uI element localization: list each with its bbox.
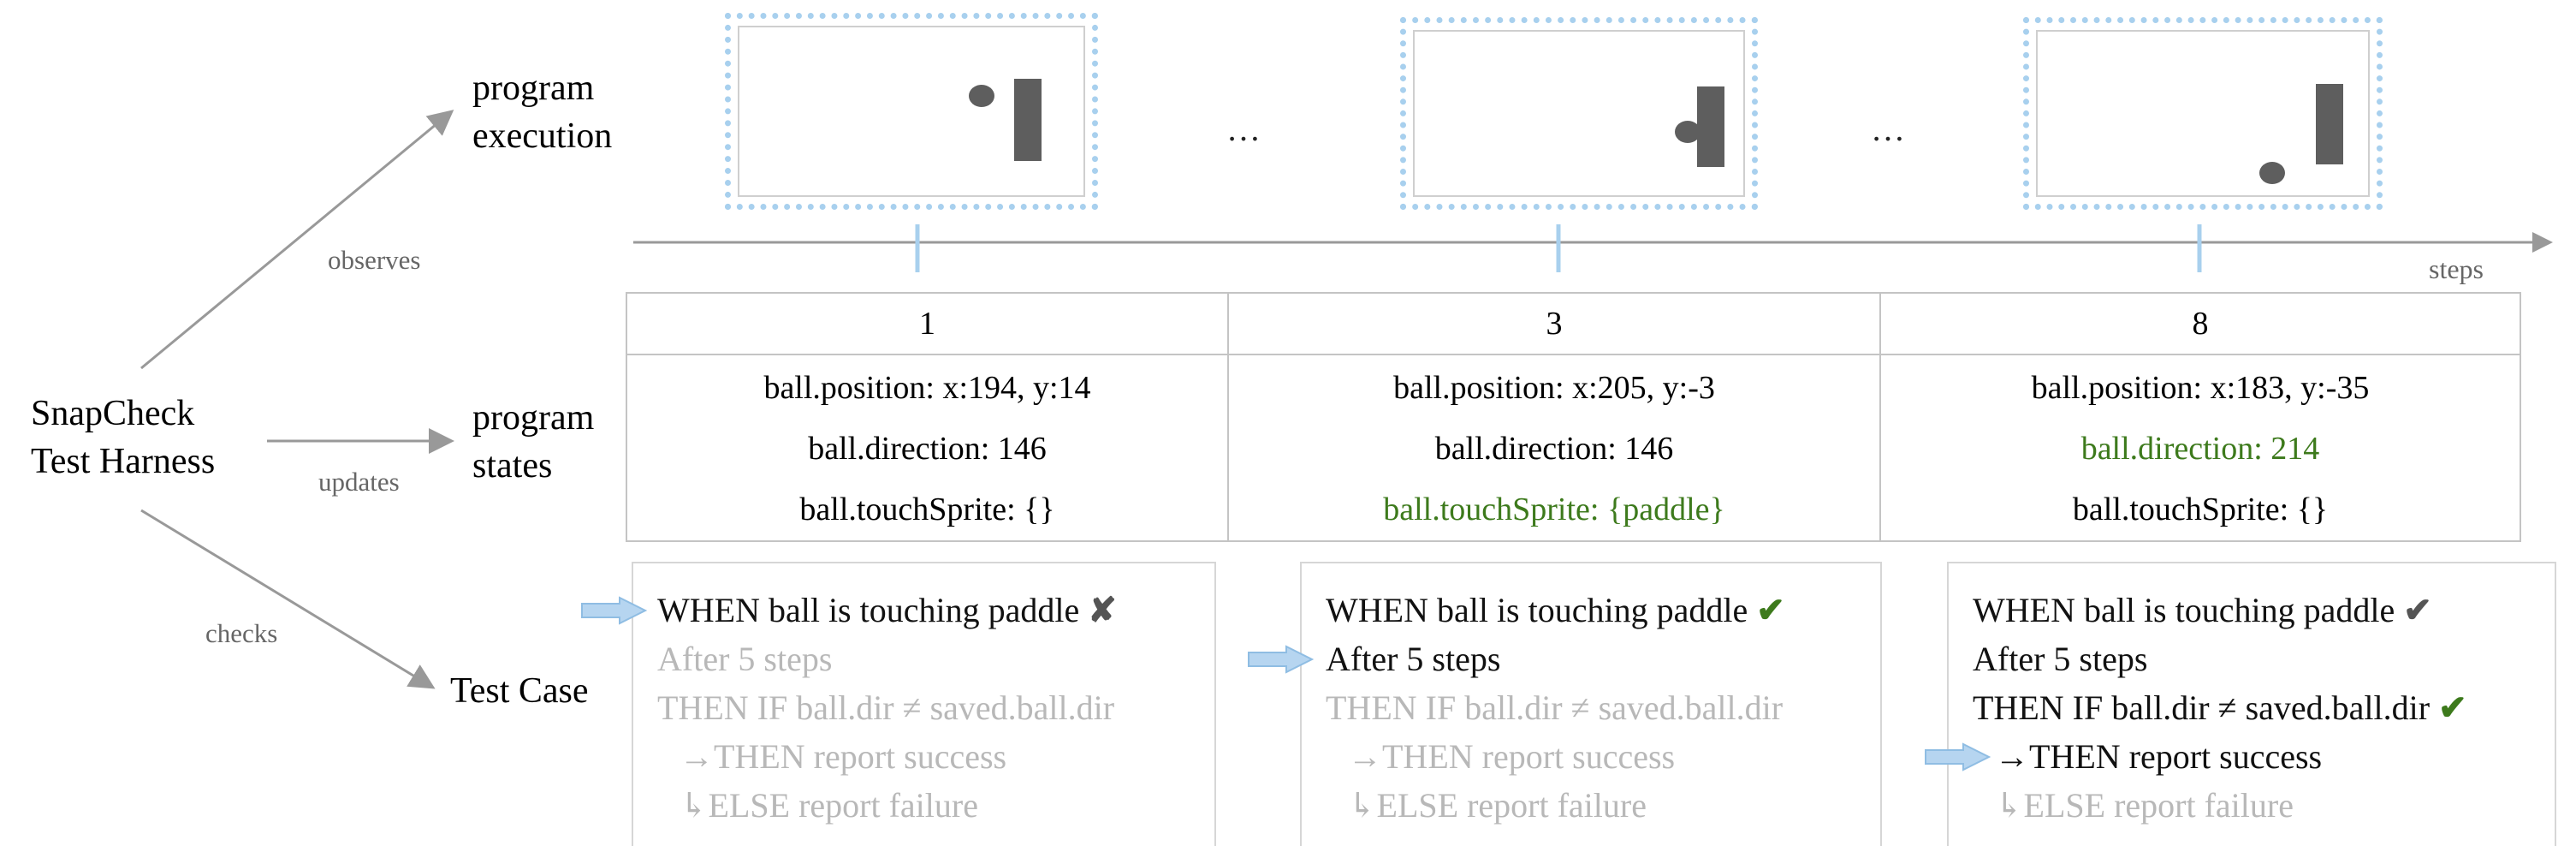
execution-frame-step-3 bbox=[1400, 17, 1758, 210]
current-step-arrow-icon bbox=[1925, 742, 1991, 772]
observes-arrow bbox=[140, 110, 454, 370]
checks-arrow bbox=[140, 509, 436, 689]
tc-then-if-cond: ≠ saved.ball.dir bbox=[2217, 688, 2431, 727]
tc-success-line: →THEN report success bbox=[1348, 737, 1676, 776]
state-table-body-row: ball.position: x:194, y:14 ball.directio… bbox=[626, 354, 2521, 542]
test-case-card-step-1: WHEN ball is touching paddle ✘ After 5 s… bbox=[632, 562, 1216, 846]
state-cell-step-8: ball.position: x:183, y:-35 ball.directi… bbox=[1879, 354, 2521, 542]
step-number-header: 3 bbox=[1227, 292, 1881, 355]
tc-when-text: WHEN ball is touching paddle bbox=[657, 591, 1080, 629]
step-number-header: 8 bbox=[1879, 292, 2521, 355]
ball-sprite bbox=[969, 85, 994, 107]
ellipsis-2: … bbox=[1871, 110, 1907, 148]
row-label-states-line1: program bbox=[472, 398, 595, 438]
execution-frame-step-8 bbox=[2023, 17, 2383, 210]
stage-step-8 bbox=[2036, 30, 2370, 197]
current-step-arrow-icon bbox=[1248, 645, 1315, 674]
ellipsis-1: … bbox=[1226, 110, 1262, 148]
step-number-header: 1 bbox=[626, 292, 1229, 355]
tc-when-text: WHEN ball is touching paddle bbox=[1973, 591, 2395, 629]
stage-step-1-drawing bbox=[969, 79, 1042, 161]
state-position: ball.position: x:205, y:-3 bbox=[1393, 370, 1715, 406]
tc-when-line: WHEN ball is touching paddle ✘ bbox=[657, 587, 1117, 634]
tc-when-text: WHEN ball is touching paddle bbox=[1326, 591, 1748, 629]
paddle-sprite bbox=[2316, 84, 2343, 164]
tc-then-if-text: THEN IF ball.dir bbox=[1326, 688, 1563, 727]
tc-after-line: After 5 steps bbox=[657, 640, 833, 678]
tc-then-if-text: THEN IF ball.dir bbox=[657, 688, 894, 727]
tc-then-if-line: THEN IF ball.dir ≠ saved.ball.dir bbox=[1326, 684, 1783, 732]
current-step-arrow-icon bbox=[581, 596, 648, 625]
cross-icon: ✘ bbox=[1088, 591, 1117, 629]
state-cell-step-1: ball.position: x:194, y:14 ball.directio… bbox=[626, 354, 1229, 542]
tc-failure-line: ↳ELSE report failure bbox=[1995, 786, 2294, 825]
tc-when-line: WHEN ball is touching paddle ✔ bbox=[1326, 587, 1785, 634]
check-icon: ✔ bbox=[1756, 591, 1785, 629]
state-touch-sprite: ball.touchSprite: {} bbox=[799, 492, 1055, 527]
check-icon: ✔ bbox=[2403, 591, 2432, 629]
tc-then-if-cond: ≠ saved.ball.dir bbox=[1570, 688, 1784, 727]
state-direction-highlighted: ball.direction: 214 bbox=[2080, 431, 2320, 467]
row-label-testcase: Test Case bbox=[450, 671, 589, 711]
harness-label-line2: Test Harness bbox=[31, 442, 216, 481]
state-position: ball.position: x:183, y:-35 bbox=[2031, 370, 2370, 406]
stage-step-1 bbox=[738, 26, 1085, 197]
row-label-states-line2: states bbox=[472, 446, 553, 486]
row-label-states: program states bbox=[472, 394, 594, 490]
ball-sprite bbox=[2259, 162, 2285, 184]
ball-sprite bbox=[1675, 121, 1701, 143]
row-label-execution-line1: program bbox=[472, 69, 595, 108]
state-position: ball.position: x:194, y:14 bbox=[763, 370, 1091, 406]
check-icon: ✔ bbox=[2438, 688, 2467, 727]
state-direction: ball.direction: 146 bbox=[808, 431, 1047, 467]
paddle-sprite bbox=[1697, 86, 1724, 167]
tc-then-if-text: THEN IF ball.dir bbox=[1973, 688, 2210, 727]
state-direction: ball.direction: 146 bbox=[1434, 431, 1674, 467]
tc-success-line: →THEN report success bbox=[1995, 737, 2323, 776]
state-table-header-row: 1 3 8 bbox=[626, 292, 2521, 355]
axis-label-steps: steps bbox=[2429, 253, 2484, 284]
paddle-sprite bbox=[1014, 79, 1042, 161]
tc-after-line: After 5 steps bbox=[1326, 640, 1501, 678]
edge-label-observes: observes bbox=[328, 245, 421, 275]
test-case-card-step-8: WHEN ball is touching paddle ✔ After 5 s… bbox=[1947, 562, 2556, 846]
stage-step-3 bbox=[1413, 30, 1745, 197]
tc-after-line: After 5 steps bbox=[1973, 640, 2148, 678]
tc-success-line: →THEN report success bbox=[680, 737, 1007, 776]
stage-step-3-drawing bbox=[1675, 86, 1724, 167]
tc-failure-line: ↳ELSE report failure bbox=[680, 786, 978, 825]
harness-label: SnapCheck Test Harness bbox=[31, 390, 215, 486]
tc-then-if-line: THEN IF ball.dir ≠ saved.ball.dir ✔ bbox=[1973, 684, 2467, 732]
tc-then-if-cond: ≠ saved.ball.dir bbox=[902, 688, 1115, 727]
tc-then-if-line: THEN IF ball.dir ≠ saved.ball.dir bbox=[657, 684, 1114, 732]
edge-label-updates: updates bbox=[318, 467, 400, 497]
tc-failure-line: ↳ELSE report failure bbox=[1348, 786, 1647, 825]
state-cell-step-3: ball.position: x:205, y:-3 ball.directio… bbox=[1227, 354, 1881, 542]
row-label-execution: program execution bbox=[472, 64, 612, 160]
test-case-card-step-3: WHEN ball is touching paddle ✔ After 5 s… bbox=[1300, 562, 1882, 846]
stage-step-8-drawing bbox=[2259, 84, 2343, 184]
tc-when-line: WHEN ball is touching paddle ✔ bbox=[1973, 587, 2432, 634]
execution-frame-step-1 bbox=[725, 13, 1098, 210]
state-touch-sprite: ball.touchSprite: {} bbox=[2072, 492, 2329, 527]
program-state-table: 1 3 8 ball.position: x:194, y:14 ball.di… bbox=[626, 292, 2521, 542]
harness-label-line1: SnapCheck bbox=[31, 394, 195, 433]
edge-label-checks: checks bbox=[205, 618, 278, 648]
row-label-execution-line2: execution bbox=[472, 116, 613, 156]
state-touch-sprite-highlighted: ball.touchSprite: {paddle} bbox=[1383, 492, 1725, 527]
